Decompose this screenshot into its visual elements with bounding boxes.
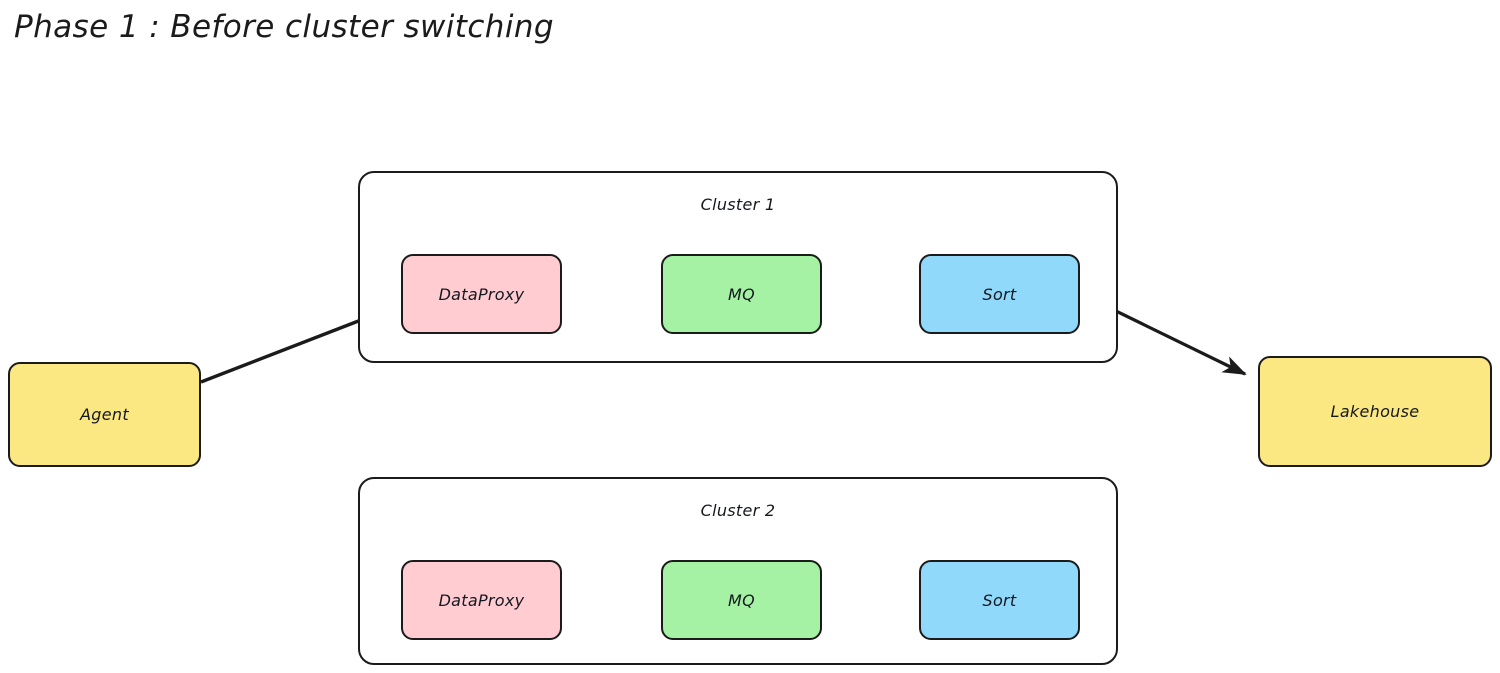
cluster-1-node-sort-label: Sort: [982, 284, 1017, 304]
cluster-2-node-mq-label: MQ: [728, 590, 755, 610]
cluster-2-label: Cluster 2: [700, 501, 776, 520]
node-agent-label: Agent: [80, 405, 129, 424]
cluster-1-node-mq-label: MQ: [728, 284, 755, 304]
cluster-1-label: Cluster 1: [700, 195, 776, 214]
cluster-1-node-mq[interactable]: MQ: [661, 254, 822, 334]
cluster-2-node-dataproxy[interactable]: DataProxy: [401, 560, 562, 640]
node-lakehouse[interactable]: Lakehouse: [1258, 356, 1492, 467]
cluster-1-node-dataproxy[interactable]: DataProxy: [401, 254, 562, 334]
cluster-2-node-dataproxy-label: DataProxy: [438, 590, 525, 610]
cluster-2-node-sort[interactable]: Sort: [919, 560, 1080, 640]
cluster-2-node-mq[interactable]: MQ: [661, 560, 822, 640]
cluster-2-node-sort-label: Sort: [982, 590, 1017, 610]
cluster-1-container[interactable]: Cluster 1 DataProxy MQ Sort: [358, 171, 1118, 363]
page-title: Phase 1 : Before cluster switching: [14, 9, 554, 45]
cluster-1-node-dataproxy-label: DataProxy: [438, 284, 525, 304]
cluster-1-node-sort[interactable]: Sort: [919, 254, 1080, 334]
node-lakehouse-label: Lakehouse: [1330, 402, 1420, 421]
node-agent[interactable]: Agent: [8, 362, 201, 467]
cluster-2-container[interactable]: Cluster 2 DataProxy MQ Sort: [358, 477, 1118, 665]
